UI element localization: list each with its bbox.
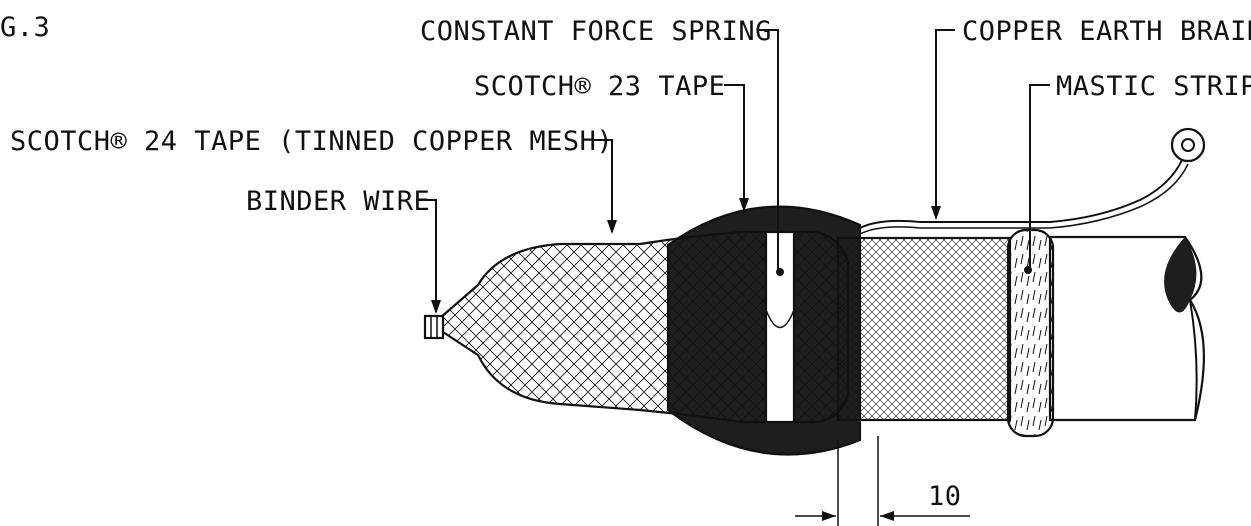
earth-braid-lead [859, 127, 1206, 235]
ring-lug [1170, 127, 1206, 163]
label-scotch-24-tape: SCOTCH® 24 TAPE (TINNED COPPER MESH) [10, 126, 613, 157]
dimension-marker: 10 [795, 436, 970, 526]
label-constant-force-spring: CONSTANT FORCE SPRING [420, 16, 772, 47]
label-binder-wire: BINDER WIRE [246, 186, 430, 217]
label-mastic-strip: MASTIC STRIP [1056, 71, 1251, 102]
label-scotch-23-tape: SCOTCH® 23 TAPE [474, 71, 725, 102]
cable-jacket [1048, 235, 1205, 422]
label-copper-earth-braid: COPPER EARTH BRAID [962, 16, 1251, 47]
binder-wire [423, 314, 445, 340]
mastic-strip-band [1006, 228, 1055, 438]
scotch-24-mesh-nose [438, 230, 850, 424]
constant-force-spring-band [764, 230, 796, 424]
dimension-value: 10 [928, 481, 962, 512]
figure-number: G.3 [0, 12, 50, 43]
copper-braid-band [836, 236, 1012, 422]
